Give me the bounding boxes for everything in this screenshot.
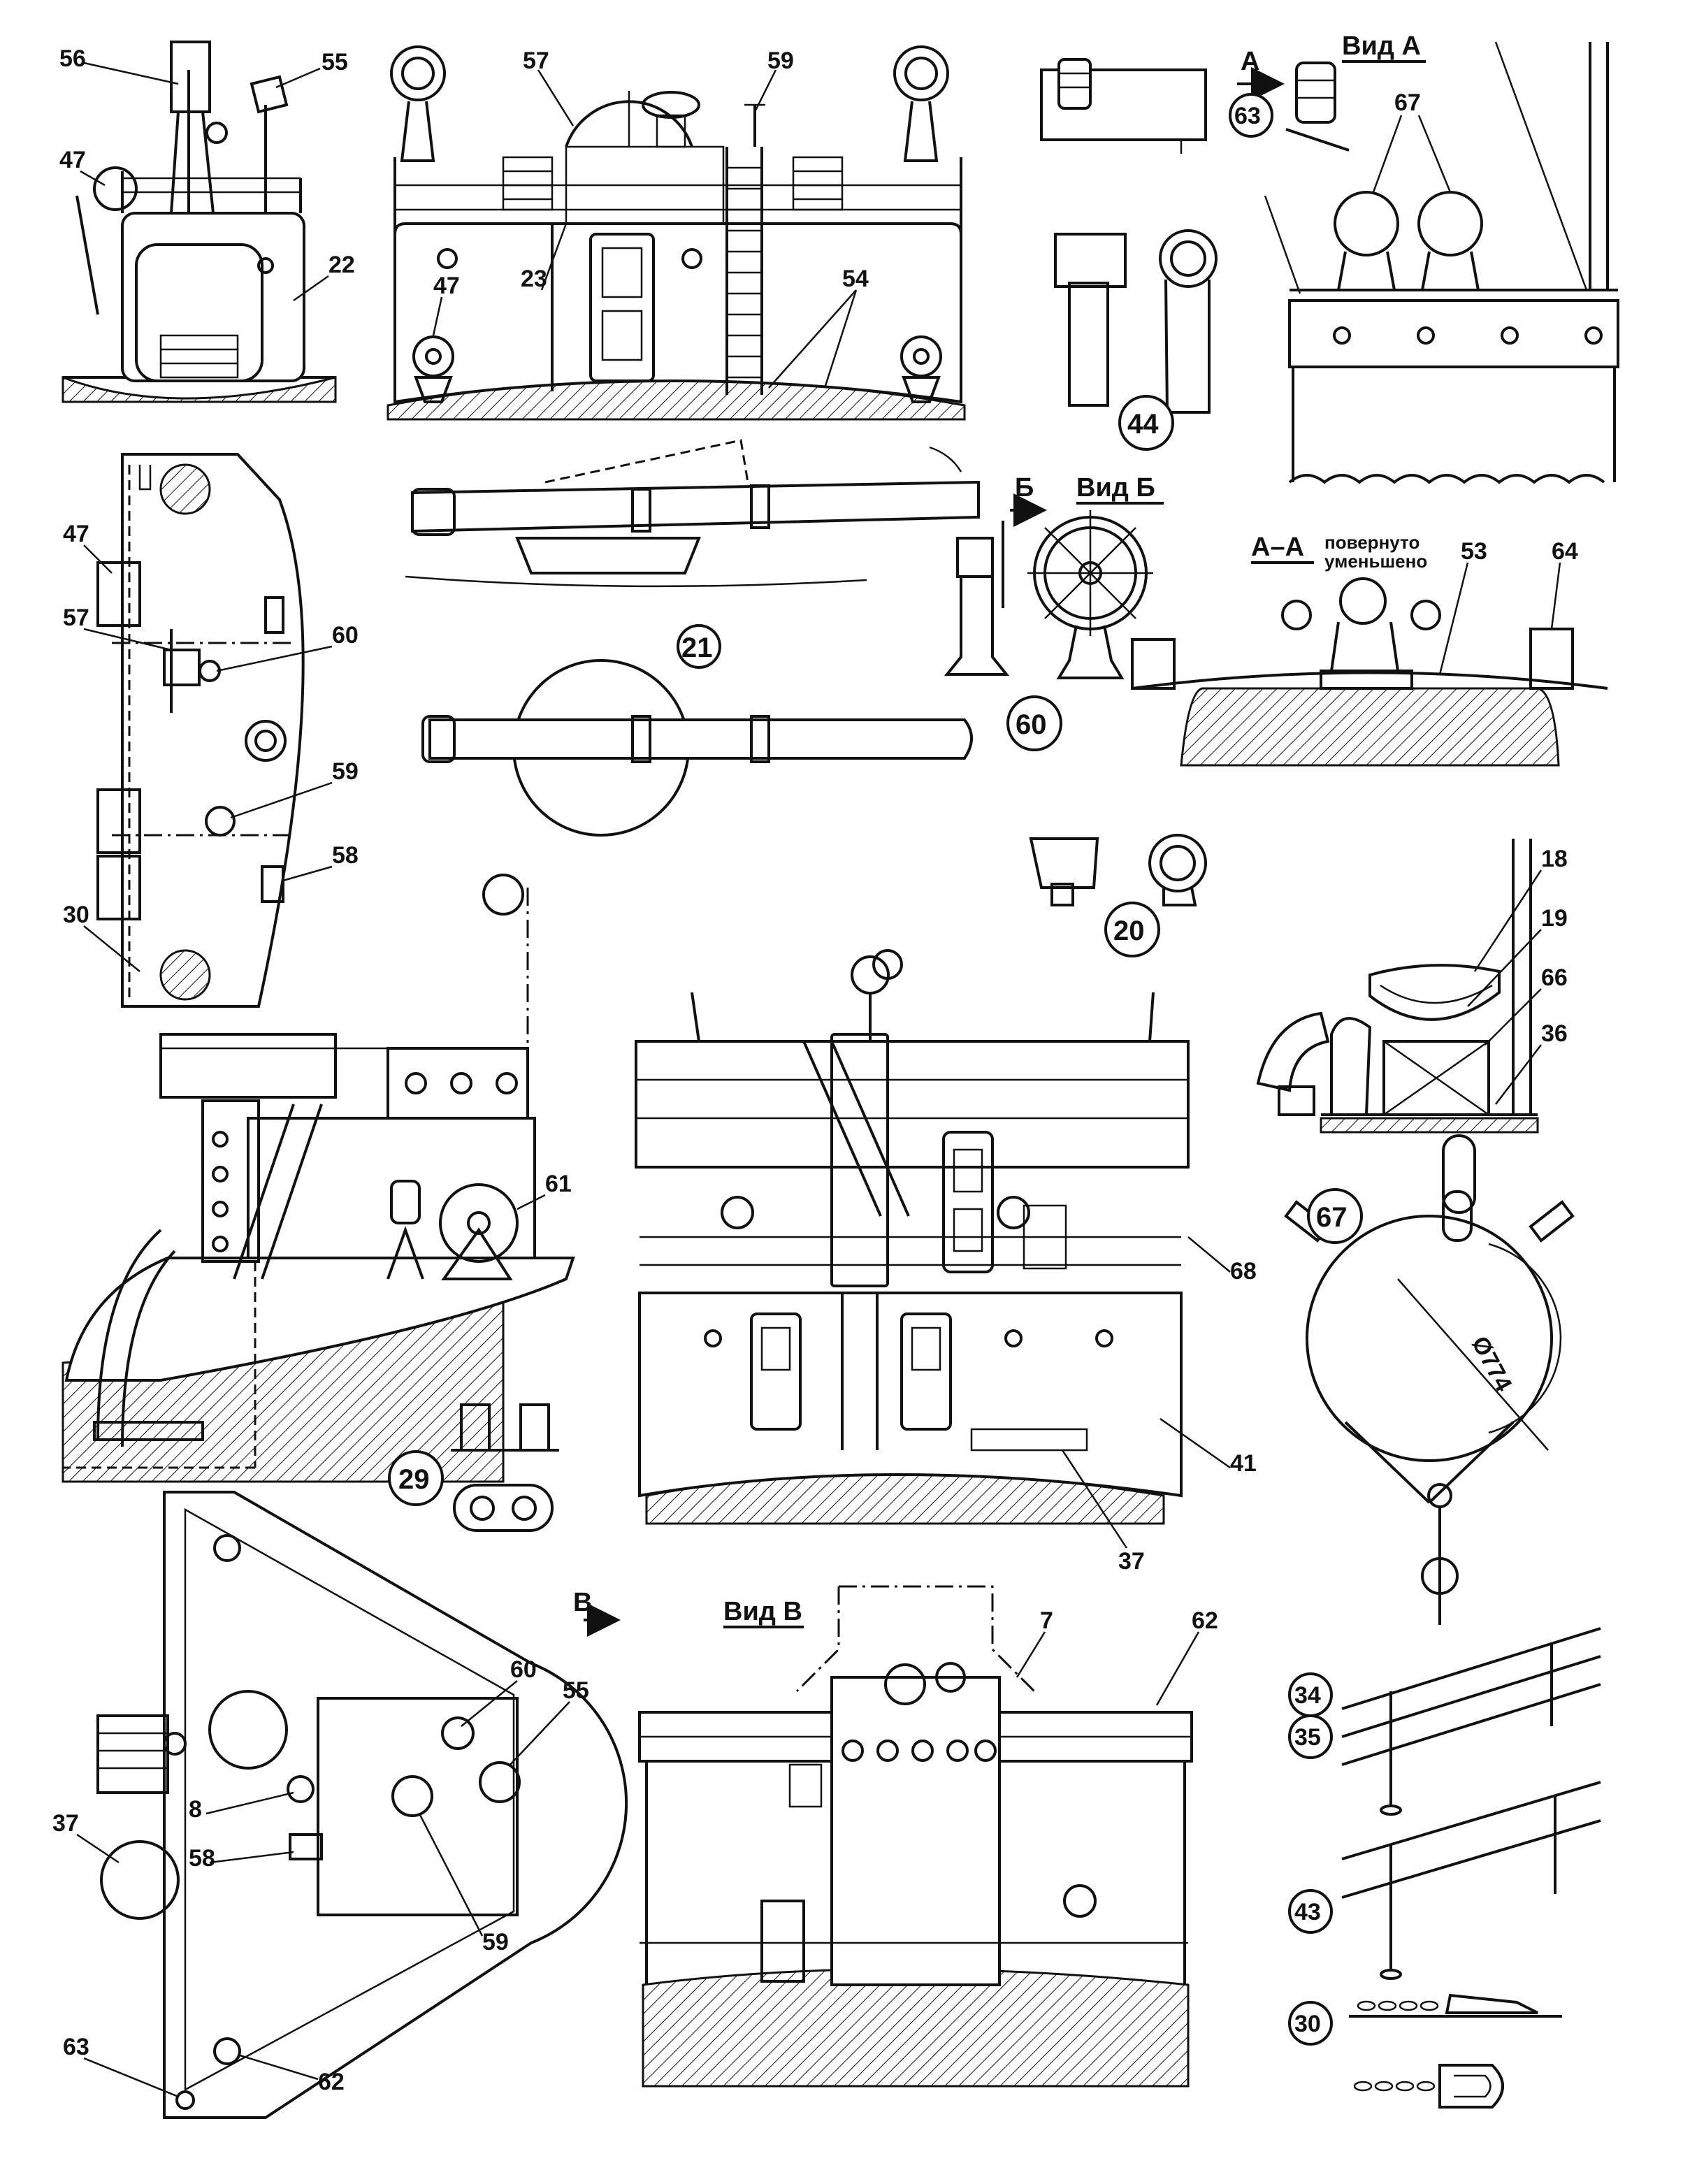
callout-62-low: 62 (318, 2069, 345, 2095)
ventilator-20: 20 (1029, 834, 1207, 957)
view-v: Вид В 7 62 (638, 1585, 1218, 2088)
callout-22: 22 (328, 252, 355, 278)
view-v-title: Вид В (723, 1597, 802, 1626)
lower-plan-view: В 60 55 8 58 59 37 63 62 (52, 1491, 628, 2119)
callout-19: 19 (1541, 905, 1568, 932)
arrow-a-label: А (1241, 47, 1259, 76)
circled-number-34: 34 (1294, 1682, 1321, 1709)
view-a-title: Вид А (1342, 31, 1421, 61)
callout-55-low: 55 (563, 1677, 589, 1704)
bridge-plan-view: 47 57 60 59 58 30 (63, 453, 359, 1008)
circled-number-60: 60 (1016, 709, 1047, 740)
superstructure-side: 61 (62, 874, 575, 1483)
callout-68: 68 (1230, 1258, 1257, 1285)
callout-18: 18 (1541, 846, 1568, 872)
callout-60-low: 60 (510, 1656, 537, 1683)
section-aa-title: А–А (1251, 533, 1304, 562)
center-front-view: 68 41 37 (635, 949, 1257, 1575)
bridge-front-view: 57 59 23 47 54 (387, 45, 966, 421)
section-note-2: уменьшено (1324, 551, 1427, 572)
callout-59-top: 59 (767, 48, 794, 74)
callout-47-top: 47 (59, 147, 86, 173)
callout-66: 66 (1541, 964, 1568, 991)
circled-number-20: 20 (1113, 916, 1145, 946)
callout-67-top: 67 (1394, 89, 1421, 116)
cannon-21: 21 (405, 439, 980, 837)
callout-60-plan: 60 (332, 622, 359, 649)
callout-61: 61 (545, 1171, 572, 1197)
mine-diameter: Ø774 (1466, 1332, 1517, 1396)
callout-57-top: 57 (523, 48, 549, 74)
callout-64: 64 (1552, 538, 1578, 565)
callout-59-low: 59 (482, 1929, 509, 1955)
circled-number-29: 29 (398, 1464, 430, 1495)
callout-41: 41 (1230, 1450, 1257, 1477)
callout-56: 56 (59, 45, 86, 72)
callout-37-low: 37 (52, 1810, 79, 1837)
view-a-group: А Вид А 63 67 (1040, 31, 1619, 484)
view-b-wheel-60: Б Вид Б 60 (944, 473, 1164, 751)
callout-47-mid: 47 (433, 273, 460, 299)
bollards-29: 29 (388, 1403, 559, 1532)
circled-number-21: 21 (681, 632, 713, 663)
callout-58-low: 58 (189, 1845, 215, 1872)
railings-detail: 34 35 43 30 (1288, 1627, 1601, 2109)
circled-number-67: 67 (1316, 1202, 1348, 1233)
boat-detail: 18 19 66 36 (1256, 839, 1568, 1134)
ventilator-44: 44 (1054, 229, 1218, 451)
section-a-a: А–А повернуто уменьшено 53 64 (1131, 532, 1608, 767)
callout-57-plan: 57 (63, 605, 89, 631)
section-note-1: повернуто (1324, 532, 1420, 553)
circled-number-35: 35 (1294, 1724, 1321, 1751)
callout-53: 53 (1461, 538, 1487, 565)
callout-59-plan: 59 (332, 758, 359, 785)
callout-63-low: 63 (63, 2034, 89, 2060)
circled-number-30: 30 (1294, 2011, 1321, 2037)
circled-number-63: 63 (1234, 103, 1261, 129)
callout-8: 8 (189, 1796, 202, 1823)
callout-30-plan: 30 (63, 902, 89, 928)
callout-58-plan: 58 (332, 842, 359, 869)
arrow-b-label: Б (1015, 473, 1034, 502)
circled-number-44: 44 (1127, 409, 1159, 440)
mine-67: Ø774 67 (1284, 1134, 1575, 1625)
callout-37-mid: 37 (1118, 1548, 1145, 1575)
callout-7: 7 (1040, 1607, 1053, 1634)
callout-55-top: 55 (322, 49, 348, 75)
callout-62-right: 62 (1192, 1607, 1218, 1634)
circled-number-43: 43 (1294, 1899, 1321, 1925)
arrow-v-label: В (573, 1588, 592, 1617)
bridge-side-view: 56 55 47 22 (59, 41, 355, 403)
view-b-title: Вид Б (1076, 473, 1155, 502)
callout-47-plan: 47 (63, 521, 89, 547)
callout-36: 36 (1541, 1020, 1568, 1047)
callout-54: 54 (842, 266, 869, 292)
